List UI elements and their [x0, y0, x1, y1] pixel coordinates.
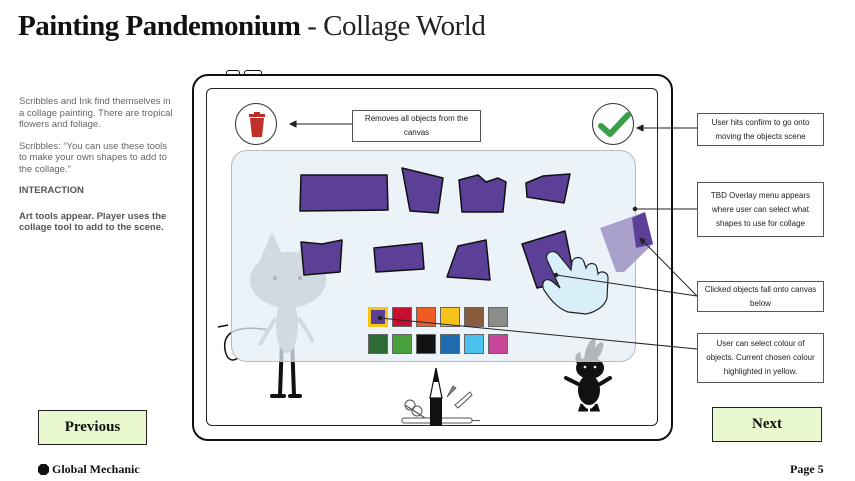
callout-colour-select: User can select colour of objects. Curre… [697, 333, 824, 383]
colour-swatch[interactable] [440, 307, 460, 327]
next-button[interactable]: Next [712, 407, 822, 442]
global-mechanic-logo: Global Mechanic [38, 462, 140, 477]
tablet-volume-button [226, 70, 240, 75]
callout-objects-fall: Clicked objects fall onto canvas below [697, 281, 824, 312]
checkmark-icon [598, 112, 631, 137]
logo-text: Global Mechanic [52, 462, 140, 476]
description-para-1: Scribbles and Ink find themselves in a c… [19, 96, 173, 130]
colour-swatch[interactable] [392, 307, 412, 327]
previous-button[interactable]: Previous [38, 410, 147, 445]
callout-remove-objects: Removes all objects from the canvas [352, 110, 481, 142]
collage-overlay-menu [231, 150, 636, 362]
global-mechanic-logo-icon [38, 464, 49, 475]
interaction-heading: INTERACTION [19, 185, 84, 196]
colour-swatch[interactable] [488, 307, 508, 327]
trash-icon [249, 112, 265, 137]
callout-overlay-menu: TBD Overlay menu appears where user can … [697, 182, 824, 237]
page-number: Page 5 [790, 462, 824, 476]
confirm-button[interactable] [592, 103, 634, 145]
colour-swatch[interactable] [368, 307, 388, 327]
clear-all-button[interactable] [235, 103, 277, 145]
colour-swatch[interactable] [488, 334, 508, 354]
title-main: Painting Pandemonium [18, 10, 301, 42]
colour-swatch[interactable] [416, 307, 436, 327]
colour-swatch[interactable] [368, 334, 388, 354]
description-para-2: Scribbles: “You can use these tools to m… [19, 140, 168, 175]
title-subtitle: - Collage World [300, 10, 486, 42]
callout-confirm: User hits confirm to go onto moving the … [697, 113, 824, 146]
colour-swatch[interactable] [464, 334, 484, 354]
description-para-3: Art tools appear. Player uses the collag… [19, 210, 167, 234]
scene-description: Scribbles and Ink find themselves in a c… [19, 96, 175, 244]
colour-swatch[interactable] [392, 334, 412, 354]
colour-swatch[interactable] [416, 334, 436, 354]
colour-swatch[interactable] [464, 307, 484, 327]
tablet-volume-button [244, 70, 262, 75]
colour-swatch[interactable] [440, 334, 460, 354]
page-title: Painting Pandemonium - Collage World [18, 10, 486, 43]
